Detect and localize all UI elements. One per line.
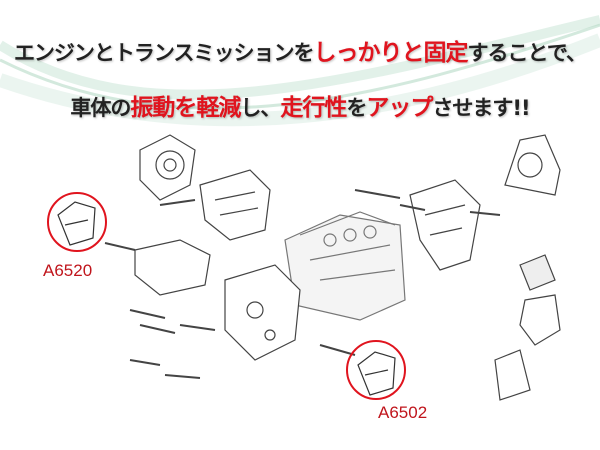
engine-mount-diagram xyxy=(47,134,561,401)
headline-text: することで、 xyxy=(467,41,588,65)
headline-text: 車体の xyxy=(70,96,131,120)
headline-text: させます!! xyxy=(432,96,530,120)
callout-circle-a6502 xyxy=(346,340,406,400)
upper-right-mount xyxy=(504,134,561,196)
engine-block xyxy=(284,211,406,321)
headline-highlight: しっかりと固定 xyxy=(313,40,469,66)
right-bracket xyxy=(409,179,481,271)
part-number-a6520: A6520 xyxy=(43,261,93,280)
headline-text: を xyxy=(346,96,367,120)
callout-circle-a6520 xyxy=(47,192,107,252)
part-number-a6502: A6502 xyxy=(378,403,428,422)
center-bracket xyxy=(199,169,271,241)
upper-left-mount xyxy=(139,134,196,201)
headline-line-2: 車体の振動を軽減し、走行性をアップさせます!! xyxy=(0,88,600,122)
lower-center-bracket xyxy=(224,264,301,361)
headline-text: エンジンとトランスミッションを xyxy=(13,41,315,65)
headline-highlight: 走行性 xyxy=(280,95,347,121)
lower-left-bracket xyxy=(134,239,211,296)
headline-highlight: アップ xyxy=(366,95,433,121)
bolts xyxy=(104,189,501,379)
headline-highlight: 振動を軽減 xyxy=(130,95,241,121)
right-lower-mount xyxy=(494,254,561,401)
headline-text: し、 xyxy=(240,96,281,120)
headline-line-1: エンジンとトランスミッションをしっかりと固定することで、 xyxy=(0,33,600,67)
